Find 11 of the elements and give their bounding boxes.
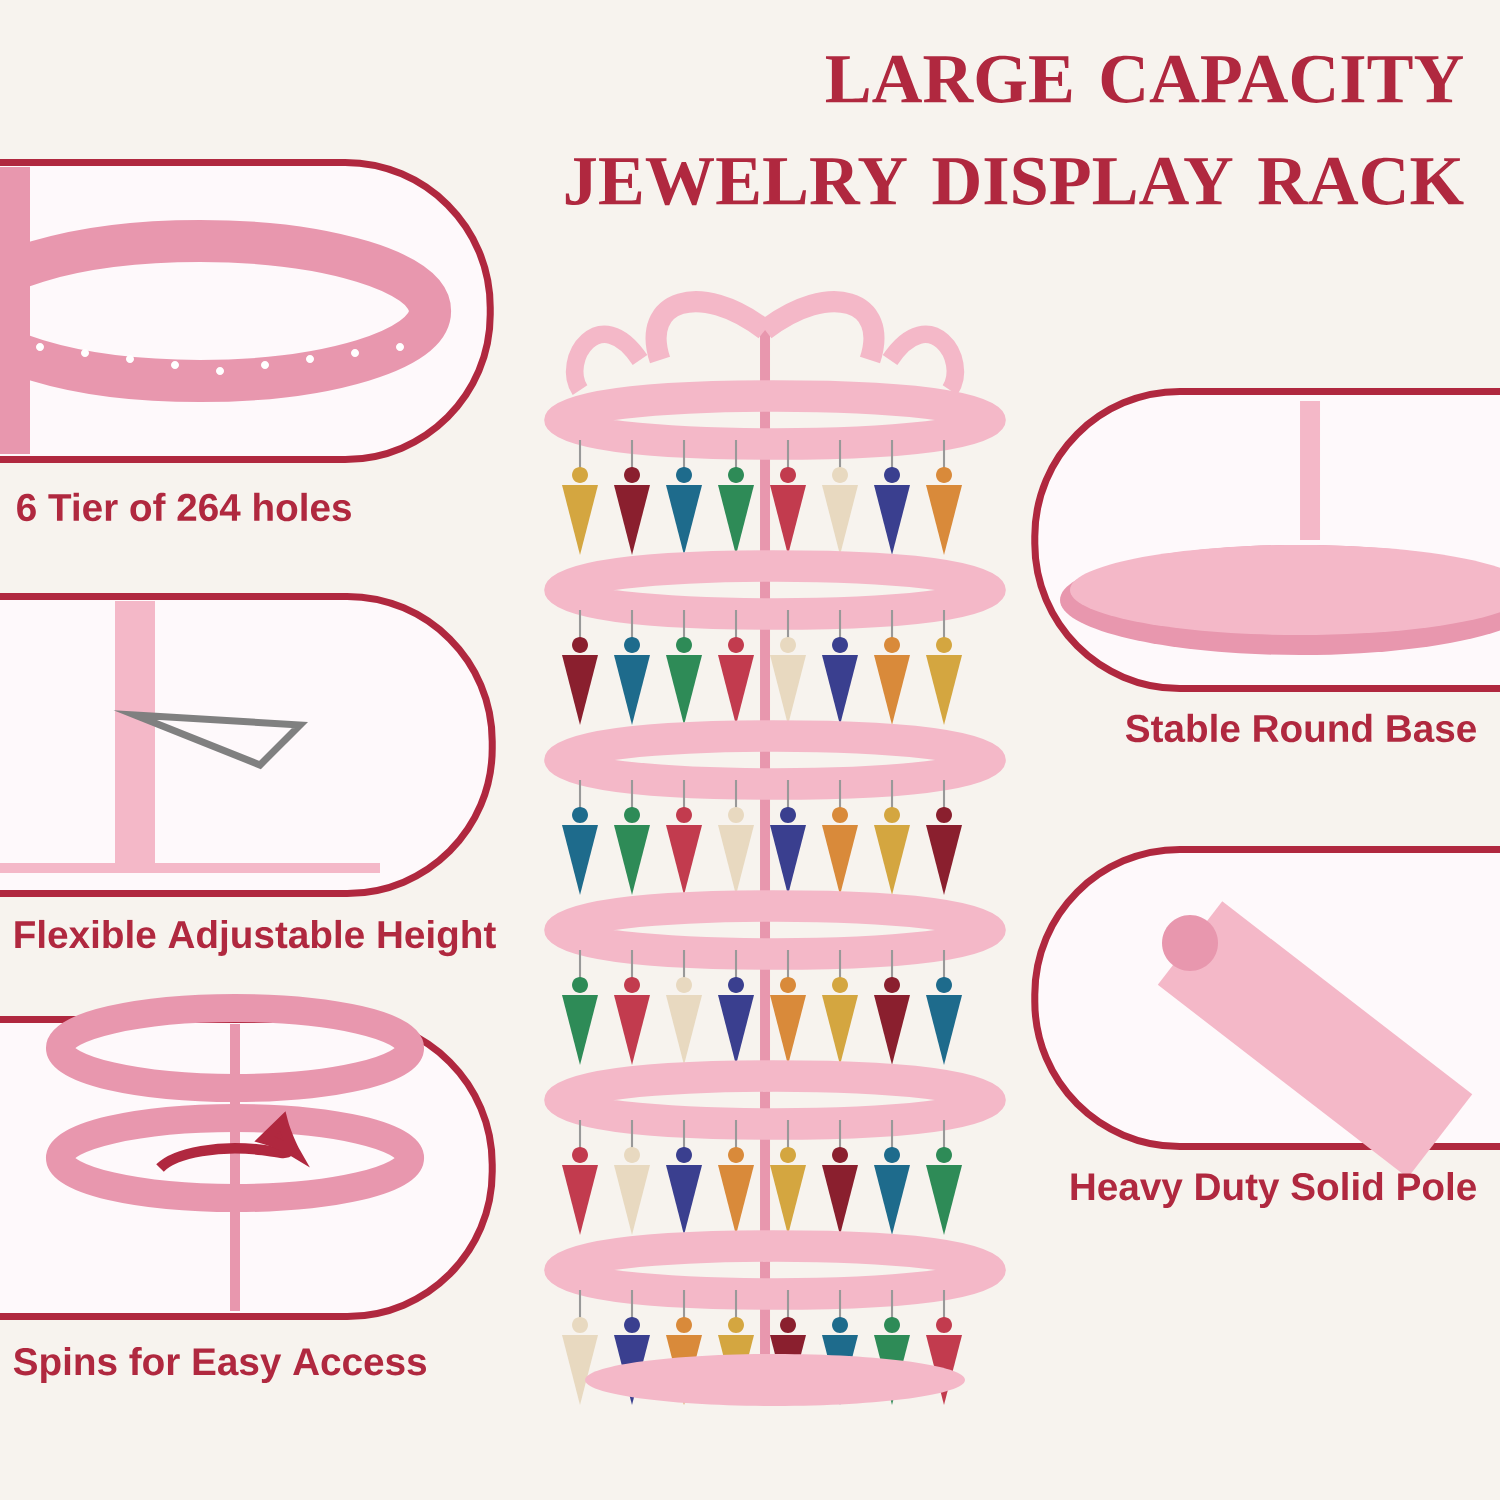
title: LARGE CAPACITY JEWELRY DISPLAY RACK [565,55,1464,206]
photo-panel [0,158,494,522]
panel-label: 6 Tier of 264 holes [17,492,351,522]
photo-panel [0,993,496,1383]
panel-label: Heavy Duty Solid Pole [1071,1172,1476,1208]
photo-panel [1031,845,1500,1208]
panel-label: Stable Round Base [1125,713,1476,743]
photo-panel [1031,387,1500,743]
panel-label: Flexible Adjustable Height [15,919,496,957]
panel-label: Spins for Easy Access [13,1347,426,1383]
photo-panel [0,592,496,957]
